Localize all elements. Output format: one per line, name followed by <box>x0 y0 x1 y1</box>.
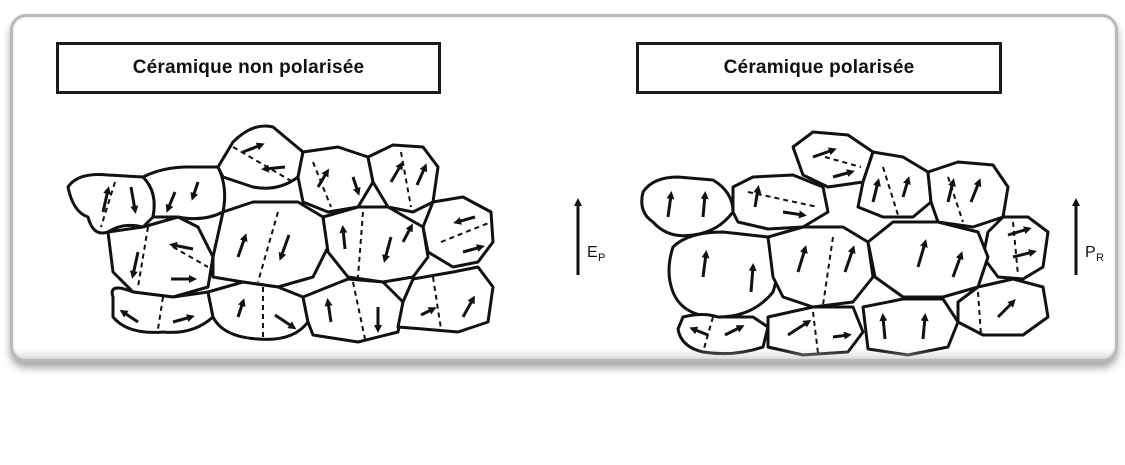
polarized-ceramic <box>642 132 1048 355</box>
diagram-card: Céramique non polarisée Céramique polari… <box>10 14 1118 362</box>
card-reflection <box>10 356 1112 465</box>
field-arrow: E P <box>578 202 605 275</box>
polarization-label: P <box>1085 244 1096 261</box>
polarization-arrow: P R <box>1076 202 1104 275</box>
grain-diagrams: E P <box>13 17 1115 359</box>
field-label: E <box>587 244 598 261</box>
polarization-label-sub: R <box>1096 252 1104 264</box>
reflection-grains <box>10 356 1112 465</box>
field-label-sub: P <box>598 252 605 264</box>
